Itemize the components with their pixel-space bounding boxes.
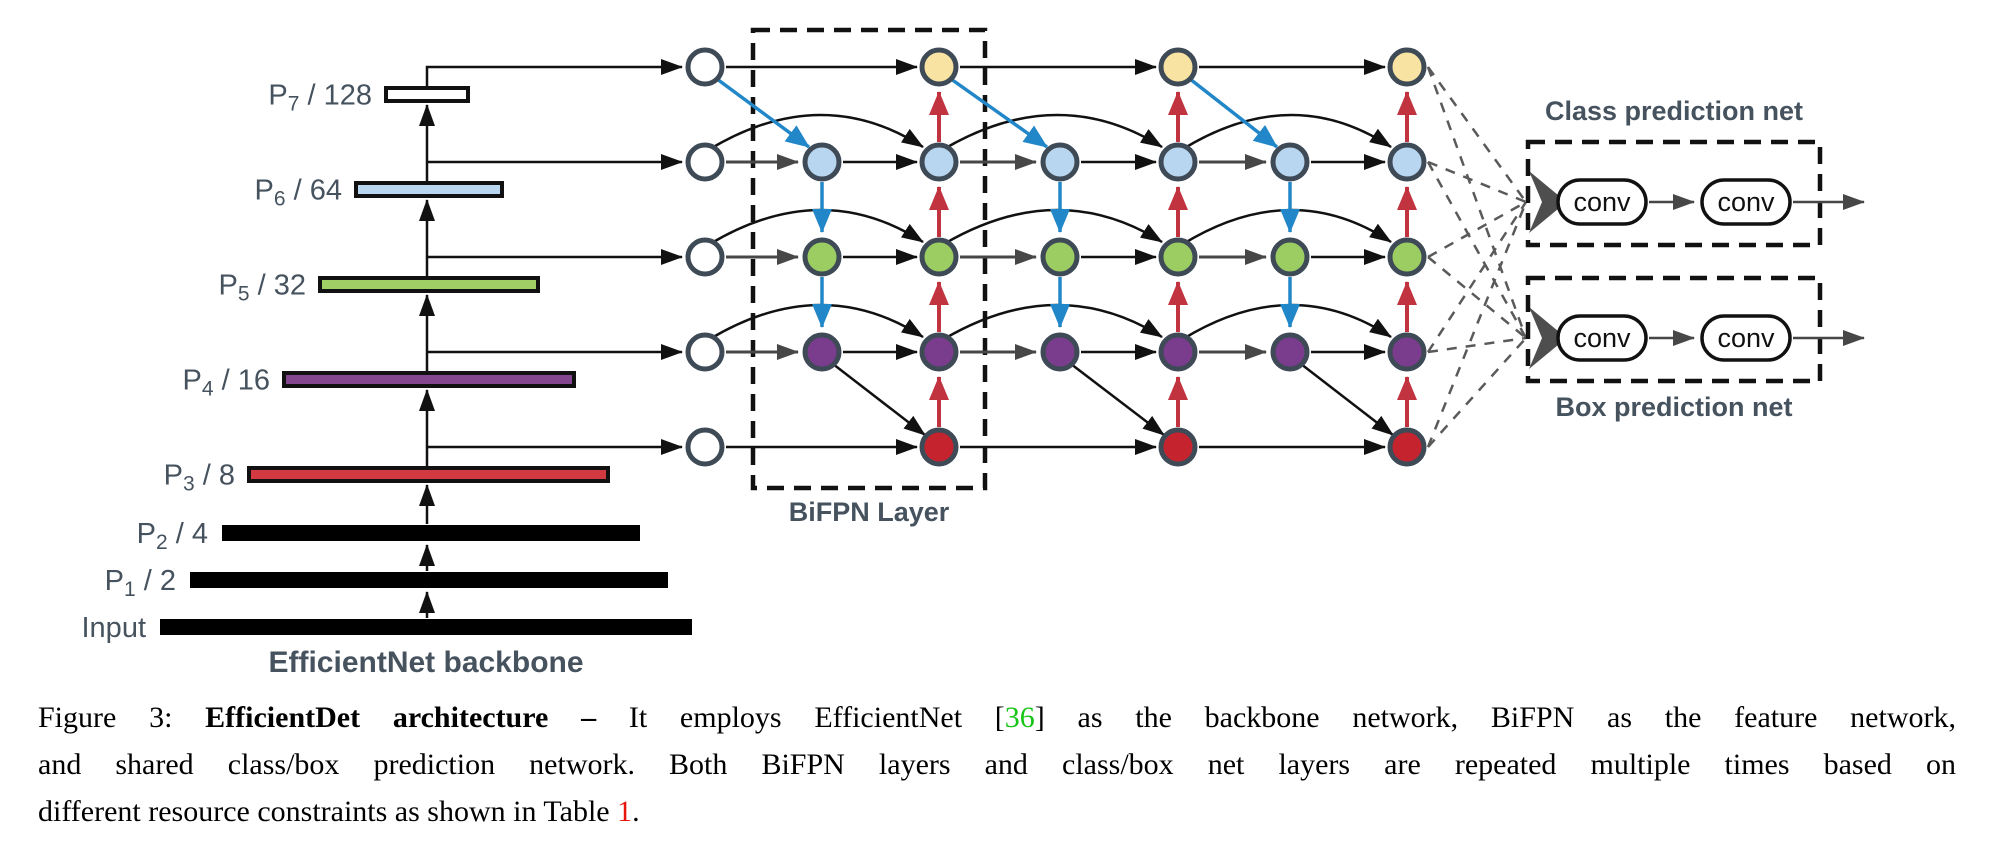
box_net-box <box>1525 275 1823 384</box>
caption-bold-title: EfficientDet architecture – <box>205 701 597 734</box>
class_net-title: Class prediction net <box>1545 96 1803 126</box>
caption-line1-end: ] as the backbone network, BiFPN as the … <box>1034 701 1956 734</box>
td-node-p6-layer3 <box>1270 142 1310 182</box>
box_net-conv1-label: conv <box>1573 323 1631 353</box>
class_net-conv1-label: conv <box>1573 187 1631 217</box>
td-to-out-diag-layer3 <box>1300 363 1394 436</box>
backbone-bar-p4 <box>282 371 576 388</box>
td-node-p5-layer1 <box>802 237 842 277</box>
out-node-p3-layer2 <box>1158 427 1198 467</box>
efficientdet-architecture-diagram: P7 / 128 P6 / 64 P5 / 32 P4 / 16 P3 / 8 P2 / … <box>82 27 1865 679</box>
caption-figure-prefix: Figure 3: <box>38 701 206 734</box>
fan-p7-to-class-net <box>1426 66 1528 203</box>
backbone-bar-label-p2: P2 / 4 <box>137 518 208 554</box>
fan-p6-to-box-net <box>1426 161 1528 339</box>
figure-caption: Figure 3: EfficientDet architecture – It… <box>0 680 1994 835</box>
out-node-p4-layer3 <box>1387 332 1427 372</box>
input-node-p3 <box>685 427 725 467</box>
backbone-bar-label-p1: P1 / 2 <box>105 565 176 601</box>
topdown-diag-layer1 <box>715 77 811 149</box>
td-to-out-diag-layer2 <box>1070 363 1165 436</box>
backbone-label: EfficientNet backbone <box>268 646 583 679</box>
backbone-bar-label-p4: P4 / 16 <box>183 365 270 401</box>
td-node-p5-layer3 <box>1270 237 1310 277</box>
box_net-title: Box prediction net <box>1555 392 1792 422</box>
out-node-p6-layer3 <box>1387 142 1427 182</box>
caption-line3-end: . <box>632 795 640 828</box>
fan-p5-to-box-net <box>1427 256 1527 339</box>
topdown-diag-layer2 <box>949 77 1049 149</box>
td-node-p4-layer1 <box>802 332 842 372</box>
out-node-p3-layer1 <box>919 427 959 467</box>
out-node-p5-layer2 <box>1158 237 1198 277</box>
caption-line2-text: and shared class/box prediction network.… <box>38 748 1956 781</box>
fan-p3-to-class-net <box>1426 201 1528 448</box>
out-node-p5-layer3 <box>1387 237 1427 277</box>
out-node-p7-layer2 <box>1158 47 1198 87</box>
fan-p4-to-box-net <box>1427 336 1527 354</box>
backbone-bar-label-p6: P6 / 64 <box>255 175 342 211</box>
backbone-bar-p5 <box>318 276 540 293</box>
box_net-conv2-label: conv <box>1717 323 1775 353</box>
td-node-p4-layer3 <box>1270 332 1310 372</box>
backbone-bar-p3 <box>247 466 610 483</box>
class_net-box <box>1525 139 1823 248</box>
backbone-bar-label-p7: P7 / 128 <box>268 80 372 116</box>
class_net-conv1-box <box>1556 178 1648 226</box>
backbone-bar-p2 <box>222 525 640 541</box>
out-node-p6-layer2 <box>1158 142 1198 182</box>
feature-feed-line-p7 <box>425 59 683 88</box>
backbone-bar-p6 <box>354 181 504 198</box>
box_net-merge-funnel-icon <box>1529 307 1564 369</box>
td-node-p6-layer1 <box>802 142 842 182</box>
box_net-conv2-box <box>1700 314 1792 362</box>
td-to-out-diag-layer1 <box>832 363 926 436</box>
td-node-p4-layer2 <box>1040 332 1080 372</box>
fan-p3-to-box-net <box>1427 337 1527 448</box>
backbone-bar-input <box>160 619 692 635</box>
out-node-p4-layer1 <box>919 332 959 372</box>
fan-p4-to-class-net <box>1426 201 1528 353</box>
backbone-bar-p1 <box>190 572 668 588</box>
backbone-bar-p7 <box>384 86 470 103</box>
class_net-conv2-label: conv <box>1717 187 1775 217</box>
box_net-conv1-box <box>1556 314 1648 362</box>
out-node-p7-layer1 <box>919 47 959 87</box>
td-node-p6-layer2 <box>1040 142 1080 182</box>
caption-line1-text: It employs EfficientNet [ <box>596 701 1005 734</box>
input-node-p5 <box>685 237 725 277</box>
input-node-p6 <box>685 142 725 182</box>
bifpn-layer-box <box>750 27 988 491</box>
input-node-p7 <box>685 47 725 87</box>
td-node-p5-layer2 <box>1040 237 1080 277</box>
skip-arc-p6-layer3 <box>1182 113 1392 151</box>
class_net-conv2-box <box>1700 178 1792 226</box>
skip-arc-p6-layer2 <box>943 113 1163 151</box>
citation-ref-36: 36 <box>1004 701 1035 734</box>
out-node-p7-layer3 <box>1387 47 1427 87</box>
skip-arc-p6-layer1 <box>709 113 924 151</box>
caption-line-1: Figure 3: EfficientDet architecture – It… <box>38 694 1956 741</box>
out-node-p3-layer3 <box>1387 427 1427 467</box>
caption-line3-text: different resource constraints as shown … <box>38 795 618 828</box>
class_net-merge-funnel-icon <box>1529 171 1564 233</box>
caption-line-3: different resource constraints as shown … <box>38 788 1956 835</box>
topdown-diag-layer3 <box>1188 77 1279 149</box>
table-ref-1: 1 <box>617 795 633 828</box>
backbone-bar-label-p3: P3 / 8 <box>164 460 235 496</box>
backbone-bar-label-p5: P5 / 32 <box>219 270 306 306</box>
input-node-p4 <box>685 332 725 372</box>
out-node-p5-layer1 <box>919 237 959 277</box>
out-node-p4-layer2 <box>1158 332 1198 372</box>
out-node-p6-layer1 <box>919 142 959 182</box>
caption-line-2: and shared class/box prediction network.… <box>38 741 1956 788</box>
bifpn-layer-label: BiFPN Layer <box>789 497 950 527</box>
backbone-bar-label-input: Input <box>82 612 147 644</box>
